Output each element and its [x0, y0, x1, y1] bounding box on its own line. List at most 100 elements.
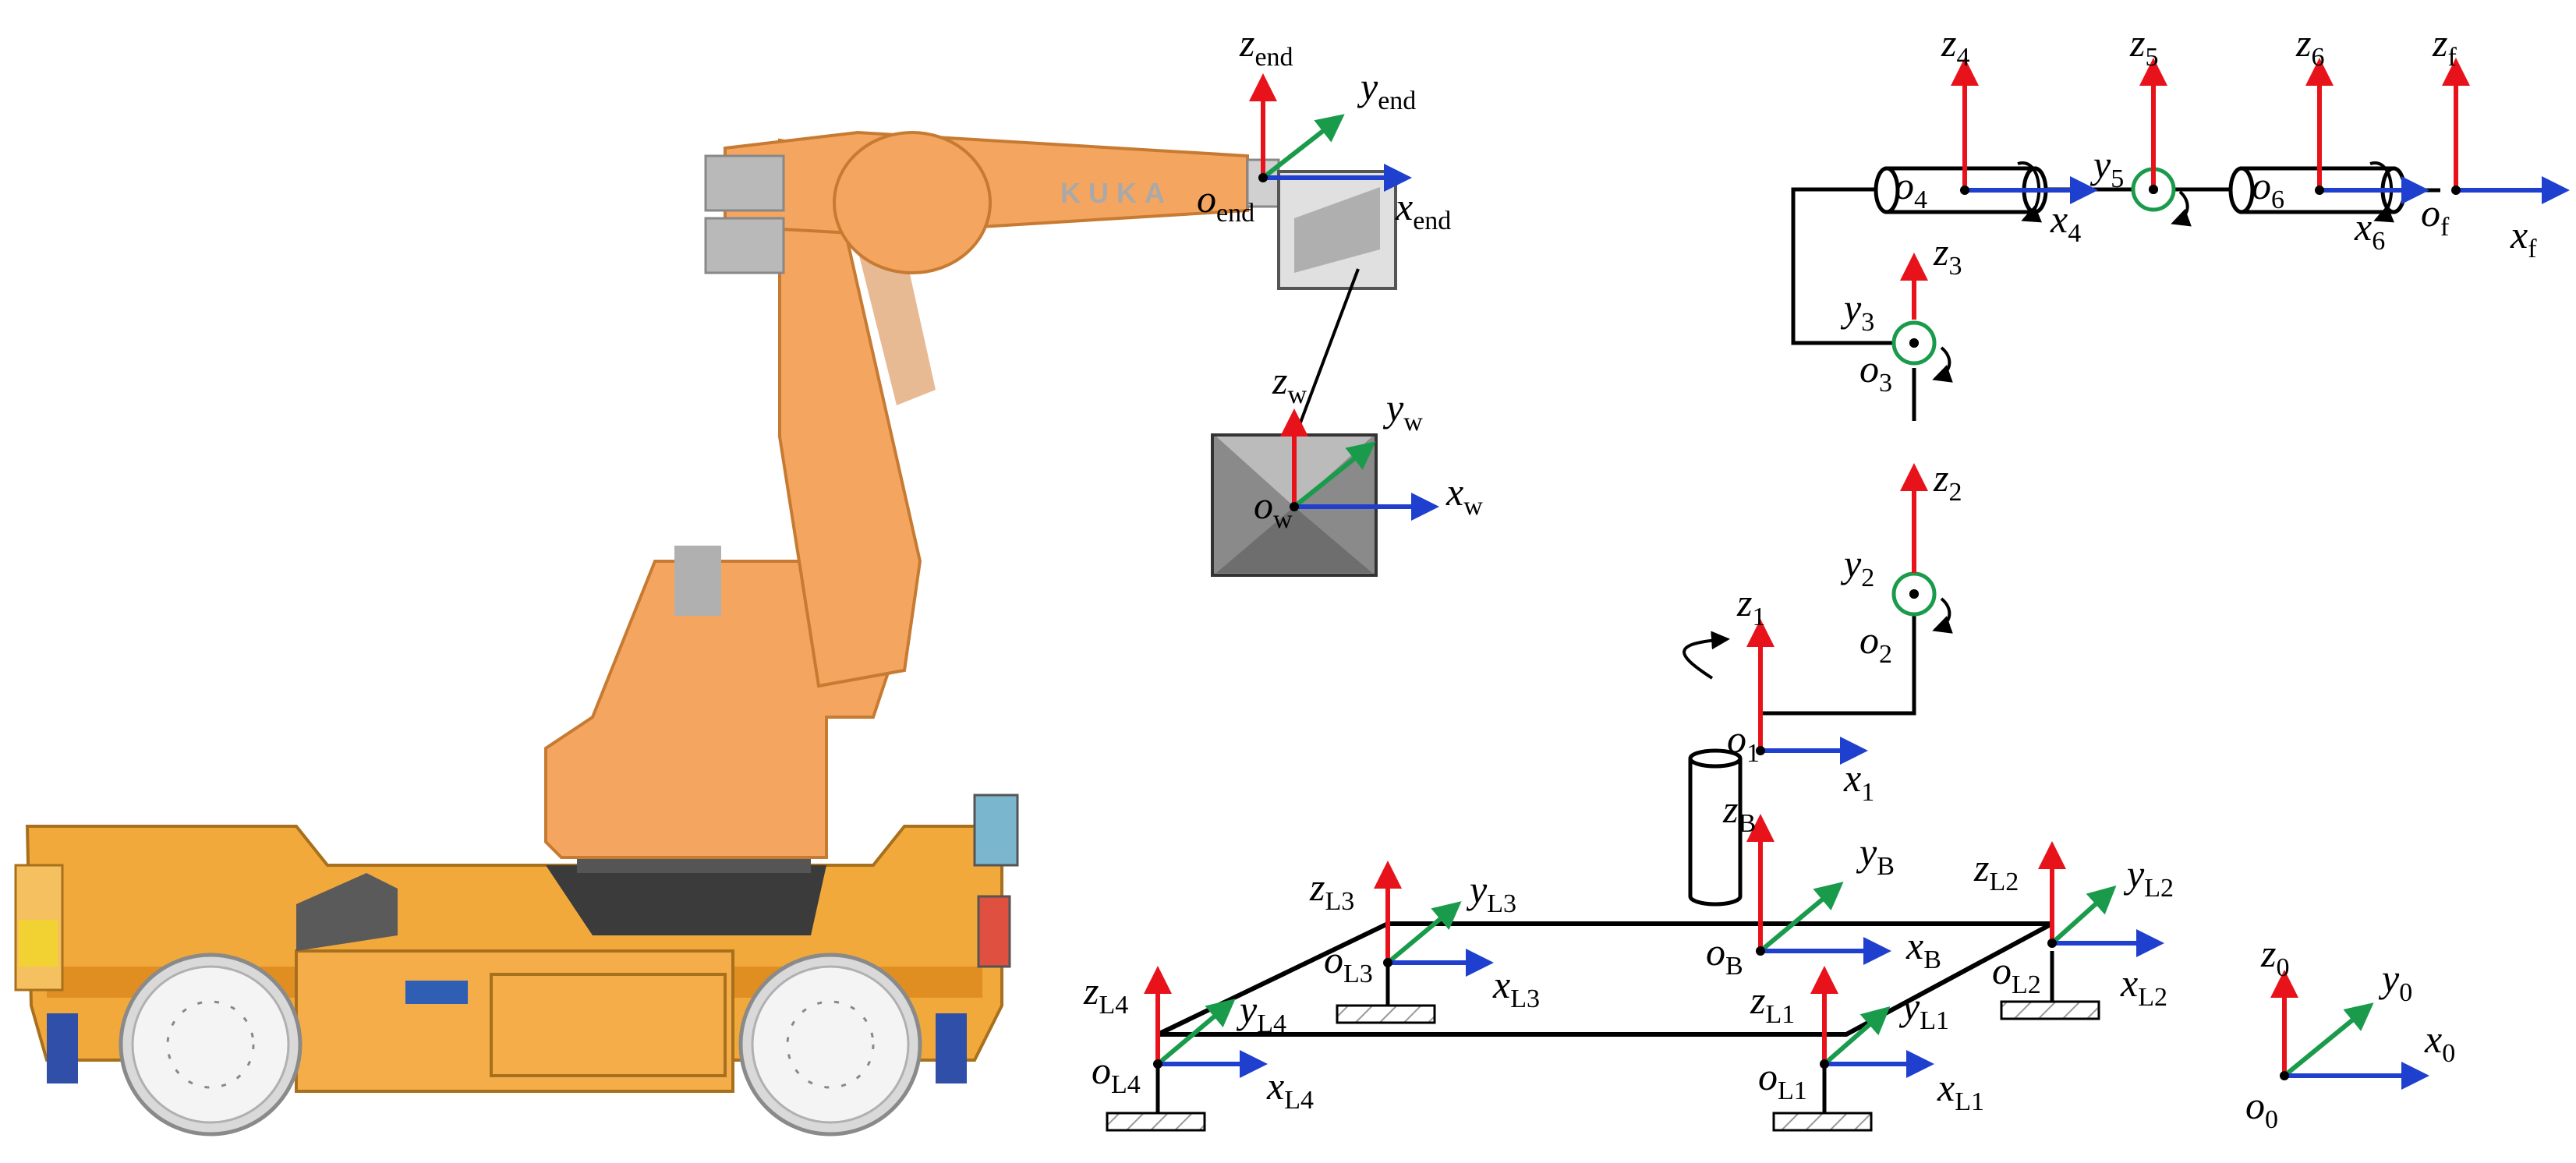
- left-wheel: [119, 953, 303, 1136]
- frame-1: z1 x1 o1: [1727, 581, 1874, 807]
- y-axis-0: [2283, 1002, 2374, 1078]
- z-label-L3: zL3: [1309, 865, 1354, 916]
- origin-label-L4: oL4: [1092, 1048, 1141, 1099]
- origin-dot-6: [2315, 186, 2324, 195]
- z-label-end: zend: [1239, 21, 1293, 72]
- x-label-B: xB: [1905, 924, 1941, 974]
- rotation-arrow-joint-4: [2017, 161, 2043, 223]
- rotation-arrow-joint-3: [1932, 346, 1953, 383]
- base-cylinder: [1688, 758, 1743, 907]
- y-label-5: y5: [2089, 143, 2124, 193]
- x-label-L2: xL2: [2120, 961, 2167, 1012]
- y-label-L1: yL1: [1898, 984, 1949, 1035]
- x-label-0: x0: [2424, 1017, 2455, 1068]
- frame-3: z3 y3 o3: [1840, 230, 1962, 398]
- origin-dot-B: [1756, 946, 1765, 956]
- z-label-6: z6: [2295, 21, 2324, 72]
- frame-5: z5 y5: [2089, 21, 2167, 194]
- x-label-1: x1: [1843, 756, 1874, 807]
- frame-4: z4 x4 o4: [1895, 21, 2098, 248]
- z-label-4: z4: [1941, 21, 1969, 72]
- origin-label-2: o2: [1859, 618, 1892, 669]
- origin-dot-L4: [1153, 1059, 1162, 1069]
- x-label-end: xend: [1395, 185, 1451, 235]
- z-label-L1: zL1: [1750, 978, 1795, 1029]
- x-label-w: xw: [1445, 470, 1483, 521]
- y-label-end: yend: [1357, 65, 1416, 115]
- z-label-w: zw: [1272, 359, 1307, 409]
- origin-dot-L1: [1820, 1059, 1829, 1069]
- agv-vehicle: [14, 794, 1019, 1136]
- frame-L1: zL1 yL1 xL1 oL1: [1750, 966, 1984, 1116]
- frame-6: z6 x6 o6: [2252, 21, 2429, 256]
- x-label-L3: xL3: [1492, 963, 1540, 1013]
- origin-label-3: o3: [1859, 347, 1892, 398]
- y-label-L4: yL4: [1236, 988, 1286, 1038]
- y-label-0: y0: [2378, 956, 2412, 1007]
- rotation-arrow-joint-1: [1683, 631, 1730, 680]
- y-axis-L2: [2050, 885, 2117, 946]
- origin-dot-5: [2149, 185, 2158, 194]
- y-axis-w: [1293, 441, 1376, 509]
- origin-dot-f: [2451, 186, 2461, 195]
- link-3-4: [1791, 187, 1914, 345]
- origin-dot-end: [1258, 173, 1268, 182]
- rotation-arrow-joint-2: [1932, 597, 1953, 634]
- y-axis-end: [1261, 114, 1345, 180]
- origin-label-0: o0: [2245, 1083, 2278, 1134]
- right-wheel: [738, 953, 922, 1136]
- z-label-L2: zL2: [1973, 846, 2019, 896]
- robot-brand-label: KUKA: [1060, 177, 1173, 209]
- y-label-3: y3: [1840, 286, 1874, 337]
- origin-label-f: of: [2421, 191, 2450, 242]
- ground-support-L3: [1336, 963, 1436, 1024]
- frame-L4: zL4 yL4 xL4 oL4: [1083, 966, 1314, 1115]
- z-label-L4: zL4: [1083, 969, 1128, 1020]
- z-label-5: z5: [2129, 21, 2158, 72]
- z-label-3: z3: [1933, 230, 1962, 281]
- y-axis-L4: [1156, 999, 1236, 1066]
- y-label-L3: yL3: [1466, 868, 1516, 918]
- origin-dot-w: [1290, 502, 1299, 511]
- z-label-0: z0: [2260, 931, 2289, 982]
- ground-supports: [1106, 951, 2100, 1132]
- z-label-f: zf: [2432, 21, 2457, 72]
- y-axis-B: [1759, 882, 1844, 953]
- ground-support-L4: [1106, 1064, 1206, 1132]
- robot-arm: KUKA: [544, 130, 1397, 859]
- x-label-L4: xL4: [1266, 1064, 1314, 1115]
- y-label-w: yw: [1382, 386, 1423, 437]
- z-label-2: z2: [1933, 456, 1962, 507]
- x-label-4: x4: [2050, 197, 2081, 248]
- x-label-L1: xL1: [1937, 1066, 1984, 1116]
- x-label-6: x6: [2354, 205, 2385, 256]
- rotation-arrow-joint-6: [2369, 161, 2395, 223]
- origin-dot-3: [1909, 338, 1919, 348]
- origin-dot-2: [1909, 589, 1919, 599]
- mobile-manipulator-illustration: KUKA: [14, 130, 1397, 1136]
- origin-label-4: o4: [1895, 164, 1927, 214]
- z-label-1: z1: [1736, 581, 1765, 631]
- origin-label-6: o6: [2252, 164, 2284, 214]
- frame-f: zf xf of: [2421, 21, 2570, 263]
- y-axis-L1: [1823, 1006, 1891, 1066]
- y-label-L2: yL2: [2123, 852, 2174, 903]
- y-axis-L3: [1386, 901, 1462, 965]
- origin-label-L1: oL1: [1758, 1055, 1807, 1105]
- x-label-f: xf: [2510, 213, 2537, 263]
- z-label-B: zB: [1722, 787, 1756, 838]
- link-1-2: [1760, 592, 1916, 716]
- origin-dot-L2: [2047, 939, 2057, 948]
- origin-dot-L3: [1383, 958, 1392, 967]
- origin-label-1: o1: [1727, 717, 1760, 768]
- ground-support-L2: [2000, 951, 2100, 1020]
